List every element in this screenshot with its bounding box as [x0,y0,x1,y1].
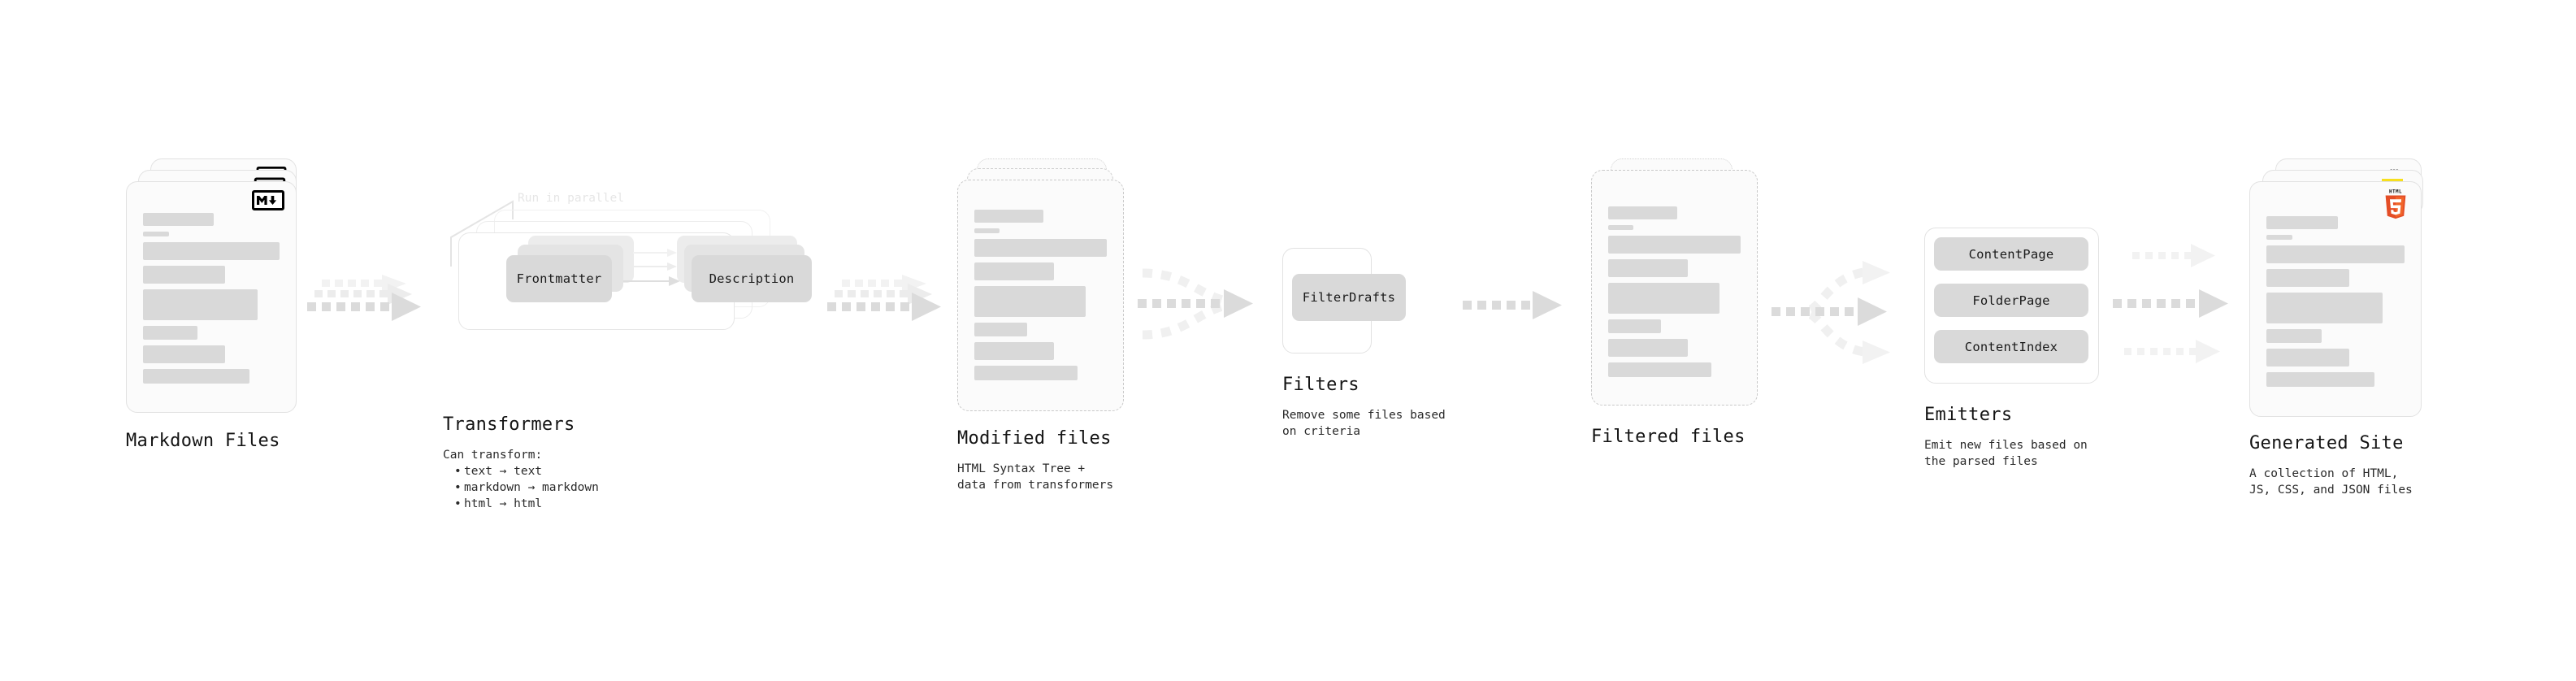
modified-file-card-front [957,180,1124,411]
html5-icon: HTML [2382,188,2409,220]
filtered-card-stack [1591,158,1778,427]
filtered-file-card-front [1591,170,1758,406]
stage-desc-generated-site: A collection of HTML, JS, CSS, and JSON … [2249,467,2413,497]
connector-transformers-to-modified [827,275,941,321]
run-in-parallel-label: Run in parallel [518,192,624,205]
site-file-card-html: HTML [2249,181,2422,417]
stage-title-markdown-files: Markdown Files [126,431,280,451]
svg-text:HTML: HTML [2389,190,2402,195]
transformers-capabilities-header: Can transform: [443,449,543,462]
filter-pill-filterdrafts-label: FilterDrafts [1302,290,1396,305]
transformers-capability-list: text → text markdown → markdown html → h… [443,463,599,512]
stage-title-filtered-files: Filtered files [1591,427,1746,447]
connector-modified-to-filters [1138,268,1253,340]
list-item: markdown → markdown [454,479,599,496]
connector-filters-to-filtered [1463,291,1562,319]
emitter-pill-folderpage[interactable]: FolderPage [1934,284,2088,317]
stage-desc-filters: Remove some files based on criteria [1282,409,1446,438]
connector-markdown-to-transformers [307,275,421,321]
transformer-pill-description[interactable]: Description [692,255,812,302]
site-card-stack: CSS HTML [2249,158,2444,435]
connector-transformers-internal [623,249,680,286]
stage-filtered-files: Filtered files [1591,158,1778,447]
stage-title-generated-site: Generated Site [2249,433,2404,453]
stage-desc-emitters: Emit new files based on the parsed files [1924,439,2088,468]
stage-modified-files: Modified files HTML Syntax Tree + data f… [957,158,1144,492]
emitter-pill-contentindex[interactable]: ContentIndex [1934,330,2088,363]
stage-title-filters: Filters [1282,375,1360,395]
transformer-pill-description-label: Description [709,271,795,286]
emitter-pill-contentpage-label: ContentPage [1968,246,2054,262]
document-placeholder-lines [974,210,1107,386]
stage-desc-modified-files: HTML Syntax Tree + data from transformer… [957,462,1114,492]
document-placeholder-lines [143,213,280,389]
document-placeholder-lines [2266,216,2405,393]
list-item: text → text [454,463,599,479]
stage-title-transformers: Transformers [443,414,575,435]
connector-emitters-to-site [2113,244,2228,363]
emitter-pill-contentpage[interactable]: ContentPage [1934,237,2088,271]
markdown-card-stack [126,158,313,427]
markdown-file-card-front [126,181,297,413]
markdown-icon [252,190,284,210]
list-item: html → html [454,496,599,512]
run-in-parallel-bracket [450,200,514,267]
stage-title-emitters: Emitters [1924,405,2013,425]
emitter-pill-contentindex-label: ContentIndex [1964,339,2058,354]
filter-pill-filterdrafts[interactable]: FilterDrafts [1292,274,1406,321]
document-placeholder-lines [1608,206,1741,383]
connector-filtered-to-emitters [1772,261,1890,364]
stage-generated-site: CSS HTML [2249,158,2444,497]
transformer-pill-frontmatter[interactable]: Frontmatter [506,255,612,302]
stage-title-modified-files: Modified files [957,428,1112,449]
stage-markdown-files: Markdown Files [126,158,313,451]
transformer-pill-frontmatter-label: Frontmatter [516,271,602,286]
modified-card-stack [957,158,1144,427]
emitter-pill-folderpage-label: FolderPage [1972,293,2050,308]
transformers-capabilities: Can transform: text → text markdown → ma… [443,447,599,512]
